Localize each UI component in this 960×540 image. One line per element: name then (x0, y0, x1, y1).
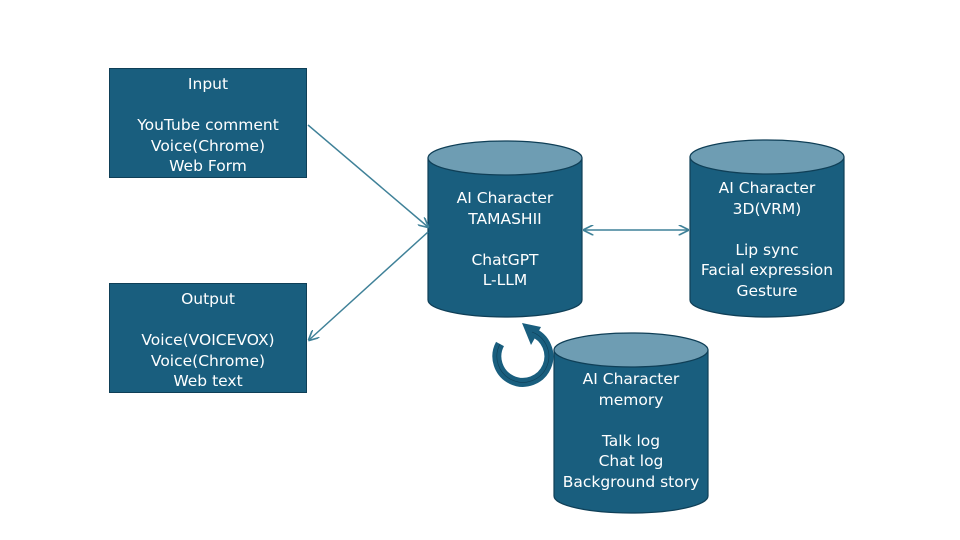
memory-line: Background story (562, 472, 700, 491)
output-box: Output Voice(VOICEVOX) Voice(Chrome) Web… (109, 283, 307, 393)
core-line: AI Character (456, 189, 554, 207)
avatar-line: Lip sync (735, 240, 799, 259)
core-label: AI Character TAMASHII ChatGPT L-LLM (428, 188, 582, 291)
input-title: Input (187, 75, 229, 93)
core-line: L-LLM (482, 271, 528, 289)
output-item: Web text (173, 372, 243, 390)
avatar-line: Gesture (736, 281, 798, 300)
memory-label: AI Character memory Talk log Chat log Ba… (548, 369, 714, 492)
output-item: Voice(Chrome) (150, 351, 266, 370)
avatar-line: 3D(VRM) (732, 199, 802, 218)
input-box: Input YouTube comment Voice(Chrome) Web … (109, 68, 307, 178)
output-item: Voice(VOICEVOX) (141, 331, 275, 349)
input-item: Web Form (169, 157, 247, 175)
core-line: TAMASHII (468, 209, 542, 228)
avatar-label: AI Character 3D(VRM) Lip sync Facial exp… (682, 178, 852, 301)
memory-line: AI Character (582, 370, 680, 388)
memory-line: Chat log (598, 452, 664, 470)
memory-cylinder (553, 332, 709, 514)
memory-line: Talk log (601, 431, 661, 450)
core-line: ChatGPT (471, 250, 539, 269)
memory-line: memory (598, 390, 664, 409)
input-item: Voice(Chrome) (150, 136, 266, 155)
avatar-line: Facial expression (700, 261, 834, 279)
arrow-input-to-core (307, 124, 428, 227)
circular-arrow-icon (492, 323, 554, 387)
input-item: YouTube comment (137, 116, 279, 134)
output-title: Output (181, 290, 235, 308)
core-cylinder (427, 140, 583, 318)
avatar-line: AI Character (718, 179, 816, 197)
arrow-core-to-output (309, 231, 429, 340)
avatar-cylinder (689, 139, 845, 318)
